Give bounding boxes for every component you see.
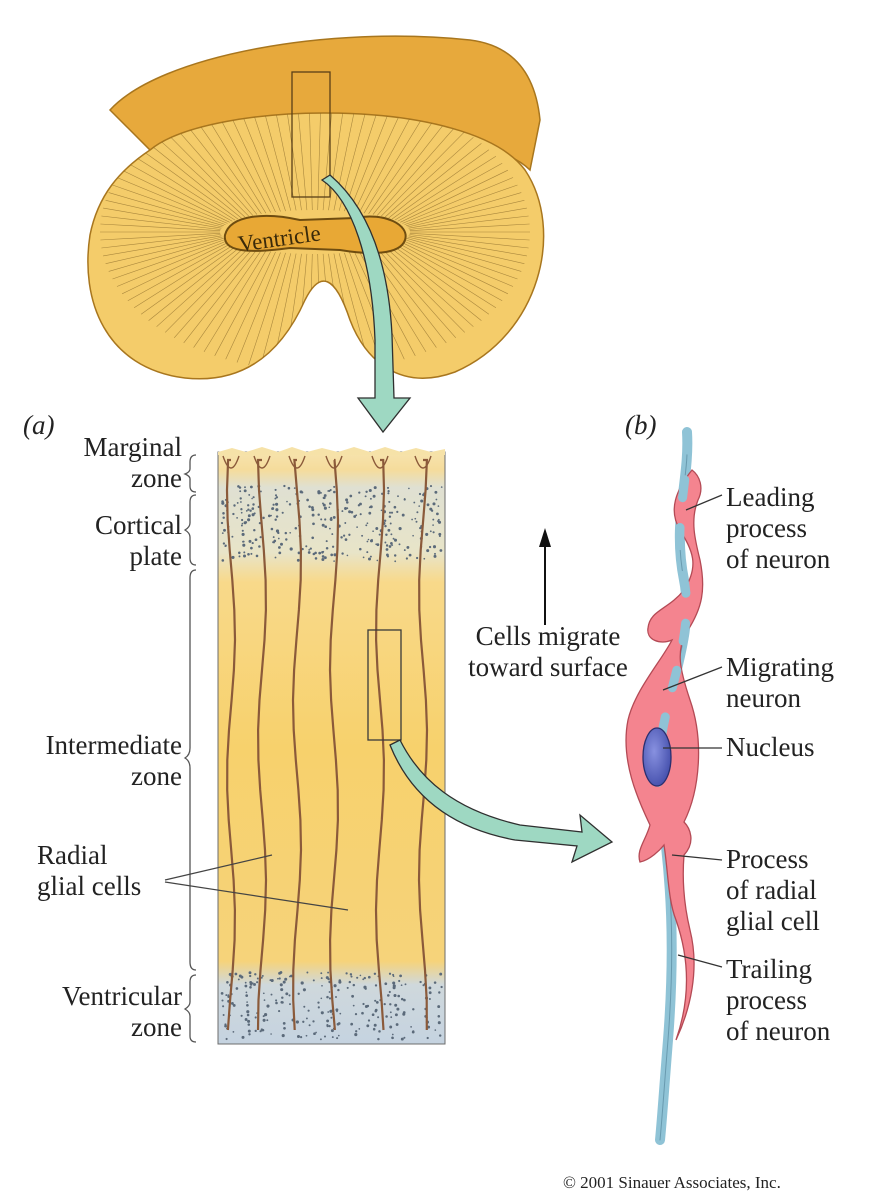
panel-b-tag: (b) [625,410,657,440]
migrating-neuron-illustration [625,427,704,1145]
radial-glia-pointers [164,854,349,911]
nucleus-shape [642,727,672,787]
zoom-region-box [367,629,402,741]
cell-body-stipple [220,484,443,1041]
nucleus-label: Nucleus [726,732,815,762]
migration-direction-arrow [539,528,551,625]
zoom-arrow-side [389,739,614,864]
brain-cross-section: Ventricle [87,35,545,380]
cortical-block [217,447,446,1045]
radial-glial-fibers [222,455,432,1031]
panel-a-tag: (a) [23,410,55,440]
neuron-pointers [662,494,723,968]
zoom-arrow-top [320,174,412,434]
copyright-notice: © 2001 Sinauer Associates, Inc. [563,1173,781,1192]
zone-braces [183,454,197,1043]
sample-region-box [291,71,331,198]
